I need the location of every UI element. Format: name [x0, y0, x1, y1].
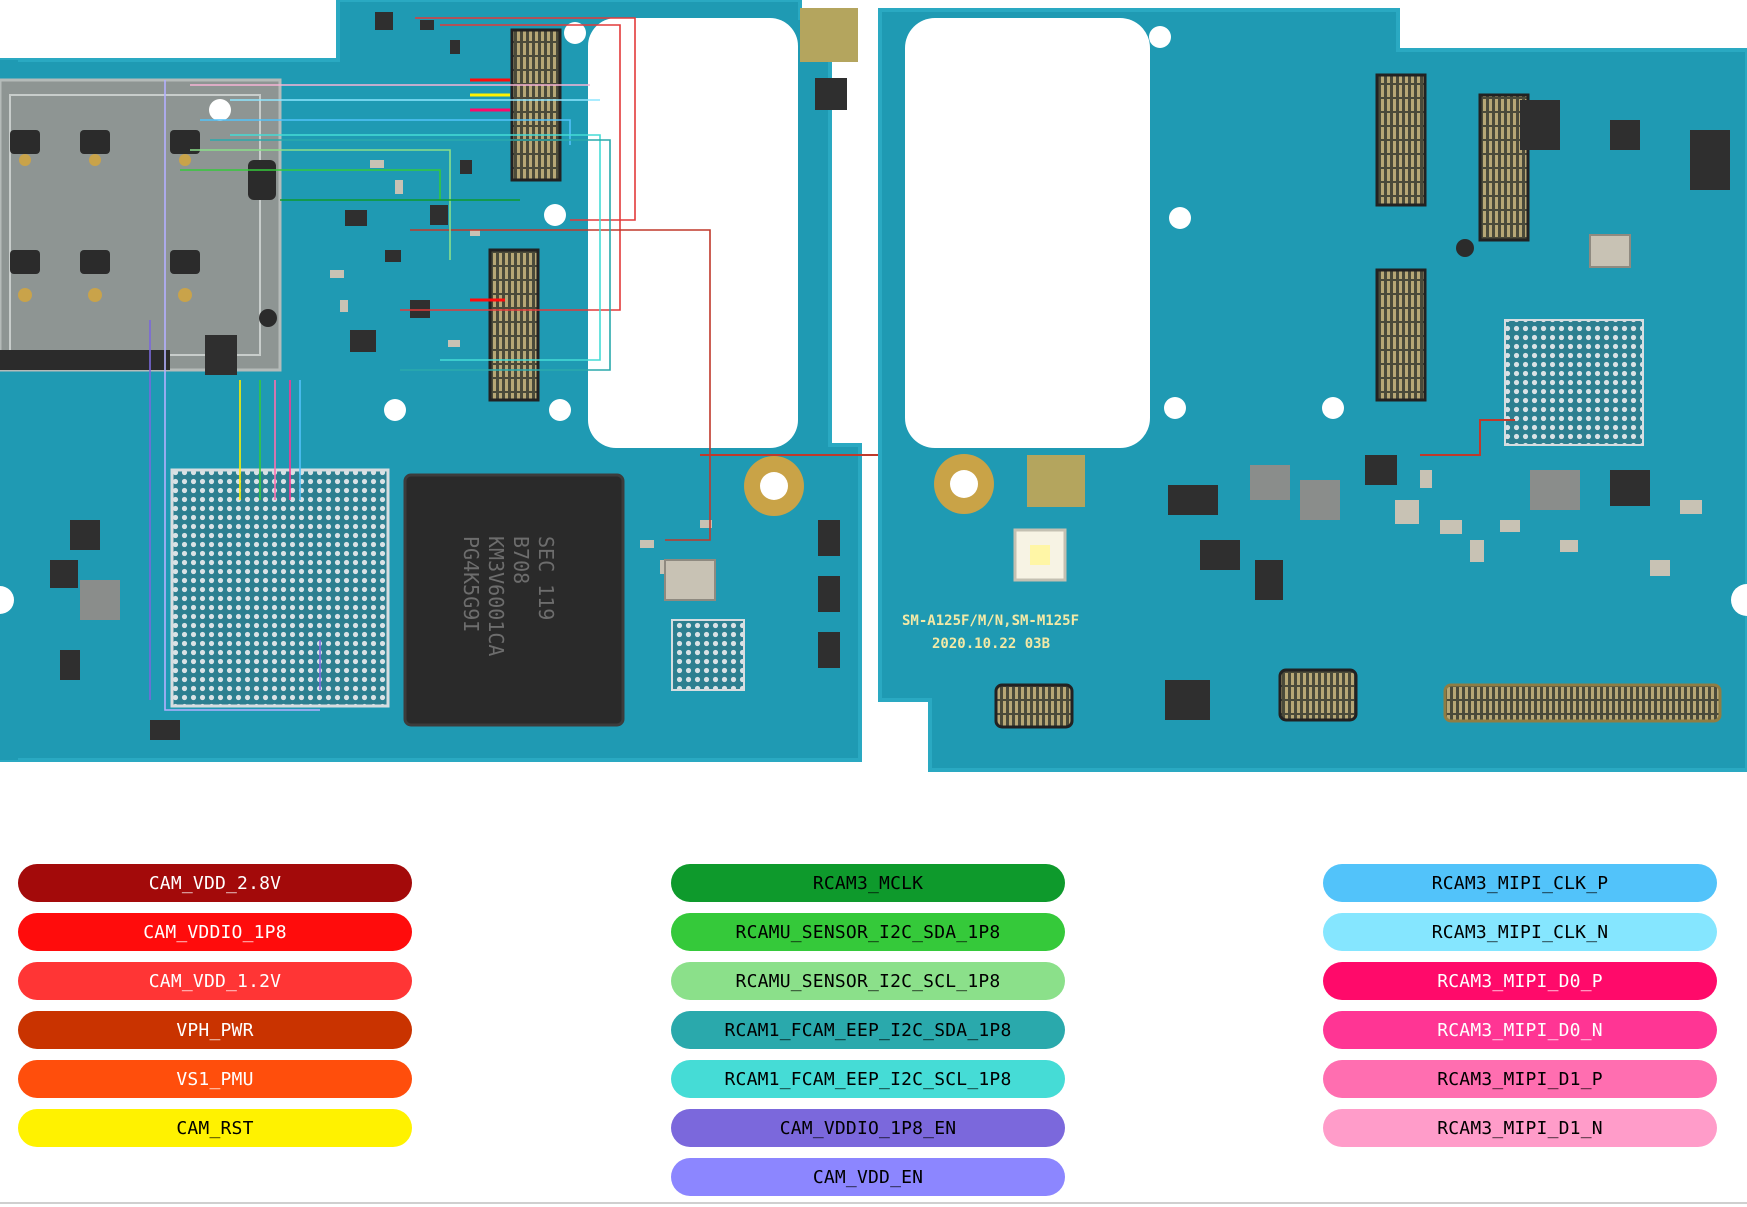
soc-bga-chip	[170, 468, 390, 708]
datamatrix-code	[1027, 455, 1085, 507]
legend-pill-rcam1-fcam-eep-i2c-scl-1p8: RCAM1_FCAM_EEP_I2C_SCL_1P8	[671, 1060, 1065, 1098]
datamatrix-code	[800, 8, 858, 62]
fpc-connector	[1278, 668, 1358, 722]
legend-pill-cam-vdd-1-2v: CAM_VDD_1.2V	[18, 962, 412, 1000]
legend-pill-cam-vddio-1p8: CAM_VDDIO_1P8	[18, 913, 412, 951]
isp-bga-chip	[1504, 319, 1644, 446]
board-silkscreen: SM-A125F/M/N,SM-M125F 2020.10.22 03B	[902, 613, 1079, 652]
bottom-divider	[0, 1202, 1747, 1204]
legend-pill-vs1-pmu: VS1_PMU	[18, 1060, 412, 1098]
legend-pill-rcam3-mipi-d0-n: RCAM3_MIPI_D0_N	[1323, 1011, 1717, 1049]
board-to-board-connector	[1375, 268, 1427, 402]
legend-pill-cam-vdd-en: CAM_VDD_EN	[671, 1158, 1065, 1196]
legend-pill-rcam1-fcam-eep-i2c-sda-1p8: RCAM1_FCAM_EEP_I2C_SDA_1P8	[671, 1011, 1065, 1049]
svg-text:KM3V6001CA: KM3V6001CA	[484, 536, 508, 656]
legend-pill-rcam3-mclk: RCAM3_MCLK	[671, 864, 1065, 902]
svg-text:B708: B708	[509, 536, 533, 584]
power-ic-bga	[671, 619, 745, 691]
board-to-board-connector	[510, 28, 562, 182]
right-board-half: SM-A125F/M/N,SM-M125F 2020.10.22 03B	[878, 8, 1747, 772]
board-to-board-connector	[488, 248, 540, 402]
legend-pill-cam-rst: CAM_RST	[18, 1109, 412, 1147]
svg-text:2020.10.22 03B: 2020.10.22 03B	[932, 636, 1050, 652]
emmc-marking: SEC 119 B708 KM3V6001CA PG4K5G9I	[459, 536, 558, 656]
display-fpc-connector	[1443, 683, 1722, 723]
legend-pill-rcam3-mipi-clk-p: RCAM3_MIPI_CLK_P	[1323, 864, 1717, 902]
legend-pill-vph-pwr: VPH_PWR	[18, 1011, 412, 1049]
board-to-board-connector	[1375, 73, 1427, 207]
legend-pill-rcam3-mipi-d0-p: RCAM3_MIPI_D0_P	[1323, 962, 1717, 1000]
svg-text:PG4K5G9I: PG4K5G9I	[459, 536, 483, 632]
legend-pill-rcam3-mipi-clk-n: RCAM3_MIPI_CLK_N	[1323, 913, 1717, 951]
legend-pill-cam-vddio-1p8-en: CAM_VDDIO_1P8_EN	[671, 1109, 1065, 1147]
legend-column-mipi: RCAM3_MIPI_CLK_P RCAM3_MIPI_CLK_N RCAM3_MI…	[1323, 864, 1717, 1158]
legend-pill-rcam3-mipi-d1-p: RCAM3_MIPI_D1_P	[1323, 1060, 1717, 1098]
sim-card-slot	[0, 78, 282, 372]
legend-pill-cam-vdd-2-8v: CAM_VDD_2.8V	[18, 864, 412, 902]
svg-text:SEC 119: SEC 119	[534, 536, 558, 620]
flash-led	[1013, 528, 1067, 582]
emmc-chip	[403, 473, 625, 727]
fpc-connector	[994, 683, 1074, 729]
svg-text:SM-A125F/M/N,SM-M125F: SM-A125F/M/N,SM-M125F	[902, 613, 1079, 629]
pcb-board-photo: SEC 119 B708 KM3V6001CA PG4K5G9I	[0, 0, 1747, 772]
legend-pill-rcam3-mipi-d1-n: RCAM3_MIPI_D1_N	[1323, 1109, 1717, 1147]
legend-pill-rcamu-sensor-i2c-sda-1p8: RCAMU_SENSOR_I2C_SDA_1P8	[671, 913, 1065, 951]
left-board-half: SEC 119 B708 KM3V6001CA PG4K5G9I	[0, 0, 1500, 762]
legend-pill-rcamu-sensor-i2c-scl-1p8: RCAMU_SENSOR_I2C_SCL_1P8	[671, 962, 1065, 1000]
